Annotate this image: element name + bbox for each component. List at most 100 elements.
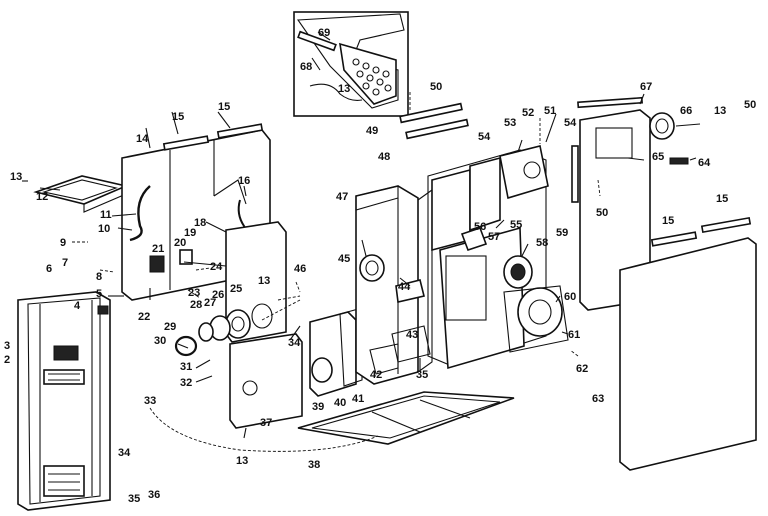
label-15-b: 15 [218,101,230,113]
label-50-c: 50 [744,99,756,111]
door-window [53,345,79,361]
label-2: 2 [4,354,10,366]
collar-66 [649,112,675,140]
door-outer [17,291,111,511]
label-40: 40 [334,397,346,409]
label-54-b: 54 [564,117,577,129]
label-28: 28 [190,299,202,311]
motor-shaft-52 [523,161,541,179]
label-50-a: 50 [430,81,442,93]
label-34-b: 34 [288,337,301,349]
label-50-b: 50 [596,207,608,219]
inset-flame-sensor-wire [309,83,363,101]
strip-49 [399,102,463,124]
blower-wheel-60 [517,287,563,337]
label-20: 20 [174,237,186,249]
label-22: 22 [138,311,150,323]
duct-55b [469,156,501,232]
label-13-c: 13 [236,455,248,467]
collector-43 [391,325,431,363]
label-13-b: 13 [258,275,270,287]
side-panel-63 [619,237,757,471]
label-18: 18 [194,217,206,229]
label-59: 59 [556,227,568,239]
clip-56 [460,226,488,252]
label-63: 63 [592,393,604,405]
label-27: 27 [204,297,216,309]
label-46: 46 [294,263,306,275]
tubing-11 [129,185,151,242]
inset-burner-grid [339,42,397,105]
filter-rack-grid [41,179,118,201]
inset-detail [293,11,409,117]
label-4: 4 [74,300,81,312]
label-13-d: 13 [338,83,350,95]
door-louver-top [43,369,85,385]
strip-48 [405,118,469,140]
label-8: 8 [96,271,102,283]
label-9: 9 [60,237,66,249]
label-49: 49 [366,125,378,137]
sight-hole-37 [242,380,258,396]
label-24: 24 [210,261,223,273]
label-36: 36 [148,489,160,501]
label-57: 57 [488,231,500,243]
blower-compartment [427,149,547,367]
bracket-16 [213,179,247,205]
label-15-c: 15 [662,215,674,227]
ring-30 [174,335,198,357]
bracket-44 [395,279,425,303]
label-13-e: 13 [714,105,726,117]
plug-64 [669,157,689,165]
label-68: 68 [300,61,312,73]
lower-panel-37 [229,333,303,429]
box-42 [369,343,399,375]
label-6: 6 [46,263,52,275]
strip-15a [162,135,210,151]
label-43: 43 [406,329,418,341]
label-35-b: 35 [416,369,428,381]
label-48: 48 [378,151,390,163]
flue-45 [359,254,385,282]
label-55: 55 [510,219,522,231]
label-26: 26 [212,289,224,301]
label-58: 58 [536,237,548,249]
label-62: 62 [576,363,588,375]
label-66: 66 [680,105,692,117]
port-24 [251,303,273,329]
door-latch [97,305,109,315]
gas-valve-21 [149,255,165,273]
label-42: 42 [370,369,382,381]
label-51: 51 [544,105,556,117]
label-37: 37 [260,417,272,429]
label-45: 45 [338,253,350,265]
label-53: 53 [504,117,516,129]
inducer-39 [311,357,333,383]
label-21: 21 [152,243,164,255]
label-10: 10 [98,223,110,235]
label-56: 56 [474,221,486,233]
label-54-a: 54 [478,131,491,143]
gasket-27 [198,322,214,342]
door-inner [27,297,101,505]
label-19: 19 [184,227,196,239]
label-11: 11 [100,209,112,221]
strip-54 [571,145,579,203]
strip-15d [700,216,752,234]
wire-33 [149,407,379,452]
label-30: 30 [154,335,166,347]
label-61: 61 [568,329,580,341]
label-14: 14 [136,133,149,145]
door-louver-bottom [43,465,85,497]
label-29: 29 [164,321,176,333]
label-65: 65 [652,151,664,163]
drain-pan-38 [297,391,515,445]
switch-19 [179,249,193,265]
label-38: 38 [308,459,320,471]
label-7: 7 [62,257,68,269]
inset-burner-holes [352,58,392,96]
label-12: 12 [36,191,48,203]
strip-15b [216,123,264,139]
